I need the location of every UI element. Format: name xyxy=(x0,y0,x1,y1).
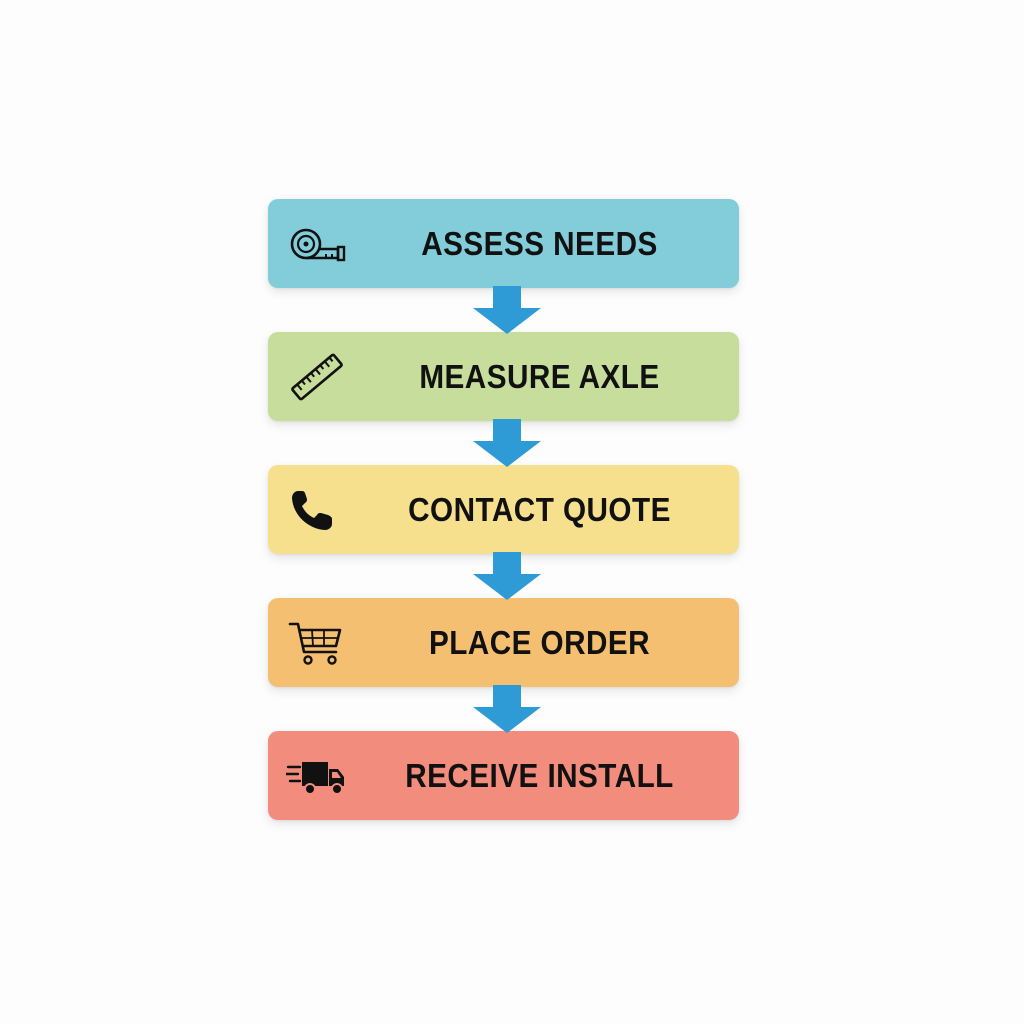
flow-connector xyxy=(268,552,739,600)
step-receive-install: RECEIVE INSTALL xyxy=(268,731,739,820)
flow-connector xyxy=(268,286,739,334)
step-label: RECEIVE INSTALL xyxy=(405,756,674,794)
down-arrow-icon xyxy=(473,286,541,334)
step-label: CONTACT QUOTE xyxy=(408,490,671,528)
step-contact-quote: CONTACT QUOTE xyxy=(268,465,739,554)
shopping-cart-icon xyxy=(286,618,348,668)
delivery-truck-icon xyxy=(286,751,348,801)
ruler-icon xyxy=(286,352,348,402)
process-flowchart: ASSESS NEEDS MEASURE AXL xyxy=(268,199,739,820)
down-arrow-icon xyxy=(473,552,541,600)
step-label: ASSESS NEEDS xyxy=(421,224,658,262)
tape-measure-icon xyxy=(286,219,348,269)
step-assess-needs: ASSESS NEEDS xyxy=(268,199,739,288)
down-arrow-icon xyxy=(473,419,541,467)
flow-connector xyxy=(268,685,739,733)
phone-icon xyxy=(286,485,348,535)
step-measure-axle: MEASURE AXLE xyxy=(268,332,739,421)
step-place-order: PLACE ORDER xyxy=(268,598,739,687)
flow-connector xyxy=(268,419,739,467)
step-label: PLACE ORDER xyxy=(428,623,651,661)
down-arrow-icon xyxy=(473,685,541,733)
step-label: MEASURE AXLE xyxy=(419,357,660,395)
